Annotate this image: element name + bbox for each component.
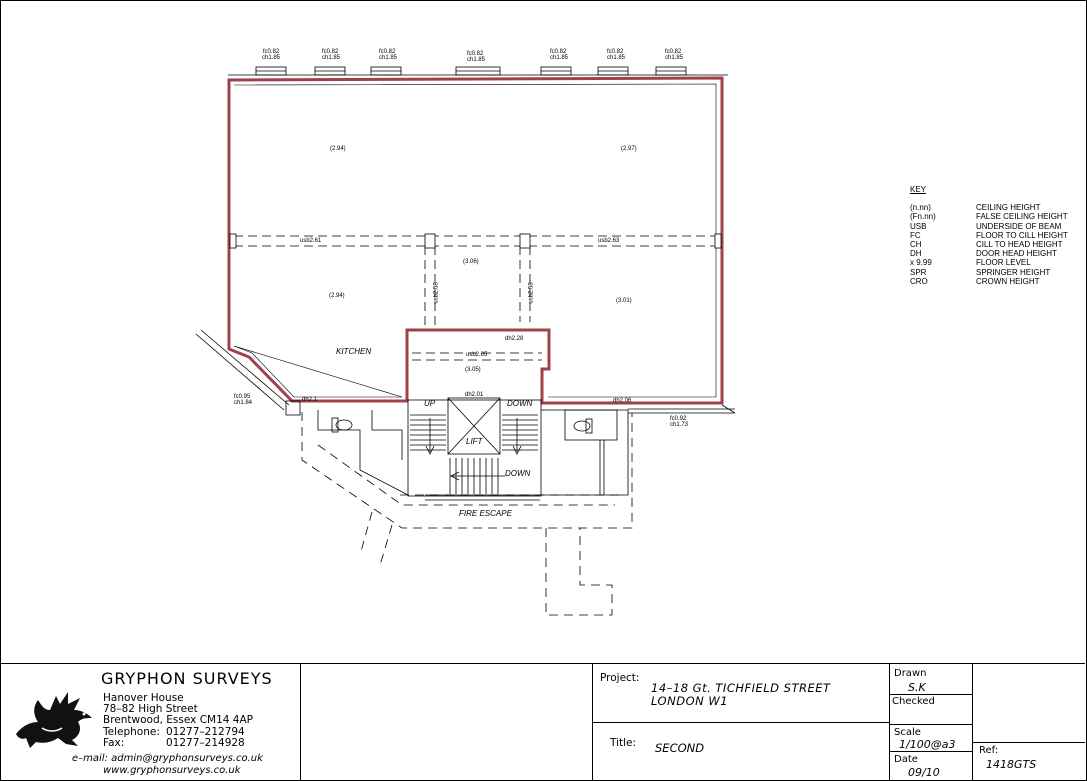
legend-key: KEY (n.nn)CEILING HEIGHT (Fn.nn)FALSE CE… bbox=[910, 185, 1068, 286]
drawn-label: Drawn bbox=[894, 668, 927, 679]
ceiling-height-label: (2.94) bbox=[330, 146, 346, 152]
ref-value: 1418GTS bbox=[986, 758, 1037, 771]
drawn-value: S.K bbox=[908, 681, 926, 694]
telephone-label: Telephone: bbox=[103, 726, 160, 738]
legend-row: (Fn.nn)FALSE CEILING HEIGHT bbox=[910, 212, 1068, 222]
title-block bbox=[0, 663, 1085, 780]
divider bbox=[300, 663, 301, 780]
room-label-lift: LIFT bbox=[466, 437, 483, 446]
divider bbox=[972, 663, 973, 780]
project-line-1: 14–18 Gt. TICHFIELD STREET bbox=[651, 681, 831, 695]
checked-label: Checked bbox=[892, 696, 935, 707]
room-label-fire-escape: FIRE ESCAPE bbox=[459, 509, 512, 518]
legend-title: KEY bbox=[910, 185, 927, 194]
date-label: Date bbox=[894, 754, 918, 765]
company-name: GRYPHON SURVEYS bbox=[101, 669, 273, 688]
scale-value: 1/100@a3 bbox=[899, 738, 956, 751]
divider bbox=[592, 722, 889, 723]
legend-row: (n.nn)CEILING HEIGHT bbox=[910, 203, 1041, 213]
door-head-label: dh2.28 bbox=[505, 336, 524, 342]
ceiling-height-label: (2.94) bbox=[329, 293, 345, 299]
company-address-line: Hanover House bbox=[103, 692, 184, 704]
floor-outline bbox=[227, 76, 724, 405]
beam-label: usb2.58 bbox=[433, 282, 440, 304]
gryphon-logo bbox=[16, 692, 92, 748]
scale-label: Scale bbox=[894, 727, 921, 738]
date-value: 09/10 bbox=[908, 766, 940, 779]
ceiling-height-label: (3.05) bbox=[465, 367, 481, 373]
ceiling-height-label: (3.01) bbox=[616, 298, 632, 304]
top-windows bbox=[228, 66, 728, 76]
beam-label: usb2.63 bbox=[598, 238, 620, 244]
company-address-line: 78–82 High Street bbox=[103, 703, 198, 715]
divider bbox=[889, 663, 890, 780]
ref-label: Ref: bbox=[979, 745, 999, 756]
room-label-down: DOWN bbox=[505, 469, 531, 478]
website-link[interactable]: www.gryphonsurveys.co.uk bbox=[103, 765, 241, 776]
telephone-number: 01277–212794 bbox=[166, 726, 245, 738]
door-head-label: dh2.01 bbox=[465, 392, 484, 398]
room-label-kitchen: KITCHEN bbox=[336, 347, 372, 356]
divider bbox=[889, 751, 972, 752]
door-head-label: dh2.06 bbox=[613, 398, 632, 404]
divider bbox=[972, 742, 1085, 743]
room-label-up: UP bbox=[424, 399, 436, 408]
divider bbox=[592, 663, 593, 780]
beam-label: usb2.65 bbox=[466, 352, 488, 358]
fax-label: Fax: bbox=[103, 737, 125, 749]
ceiling-height-label: (2.97) bbox=[621, 146, 637, 152]
company-address-line: Brentwood, Essex CM14 4AP bbox=[103, 714, 253, 726]
project-label: Project: bbox=[600, 672, 640, 684]
door-head-label: dh2.1 bbox=[302, 397, 318, 403]
ceiling-height-label: (3.06) bbox=[463, 259, 479, 265]
drawing-title: SECOND bbox=[655, 741, 705, 755]
divider bbox=[889, 724, 972, 725]
room-label-down: DOWN bbox=[507, 399, 533, 408]
email-address[interactable]: e–mail: admin@gryphonsurveys.co.uk bbox=[72, 753, 263, 764]
title-label: Title: bbox=[610, 737, 637, 749]
project-line-2: LONDON W1 bbox=[651, 694, 729, 708]
beam-label: usb2.58 bbox=[528, 282, 535, 304]
fax-number: 01277–214928 bbox=[166, 737, 245, 749]
divider bbox=[889, 694, 972, 695]
beam-label: usb2.61 bbox=[300, 238, 322, 244]
